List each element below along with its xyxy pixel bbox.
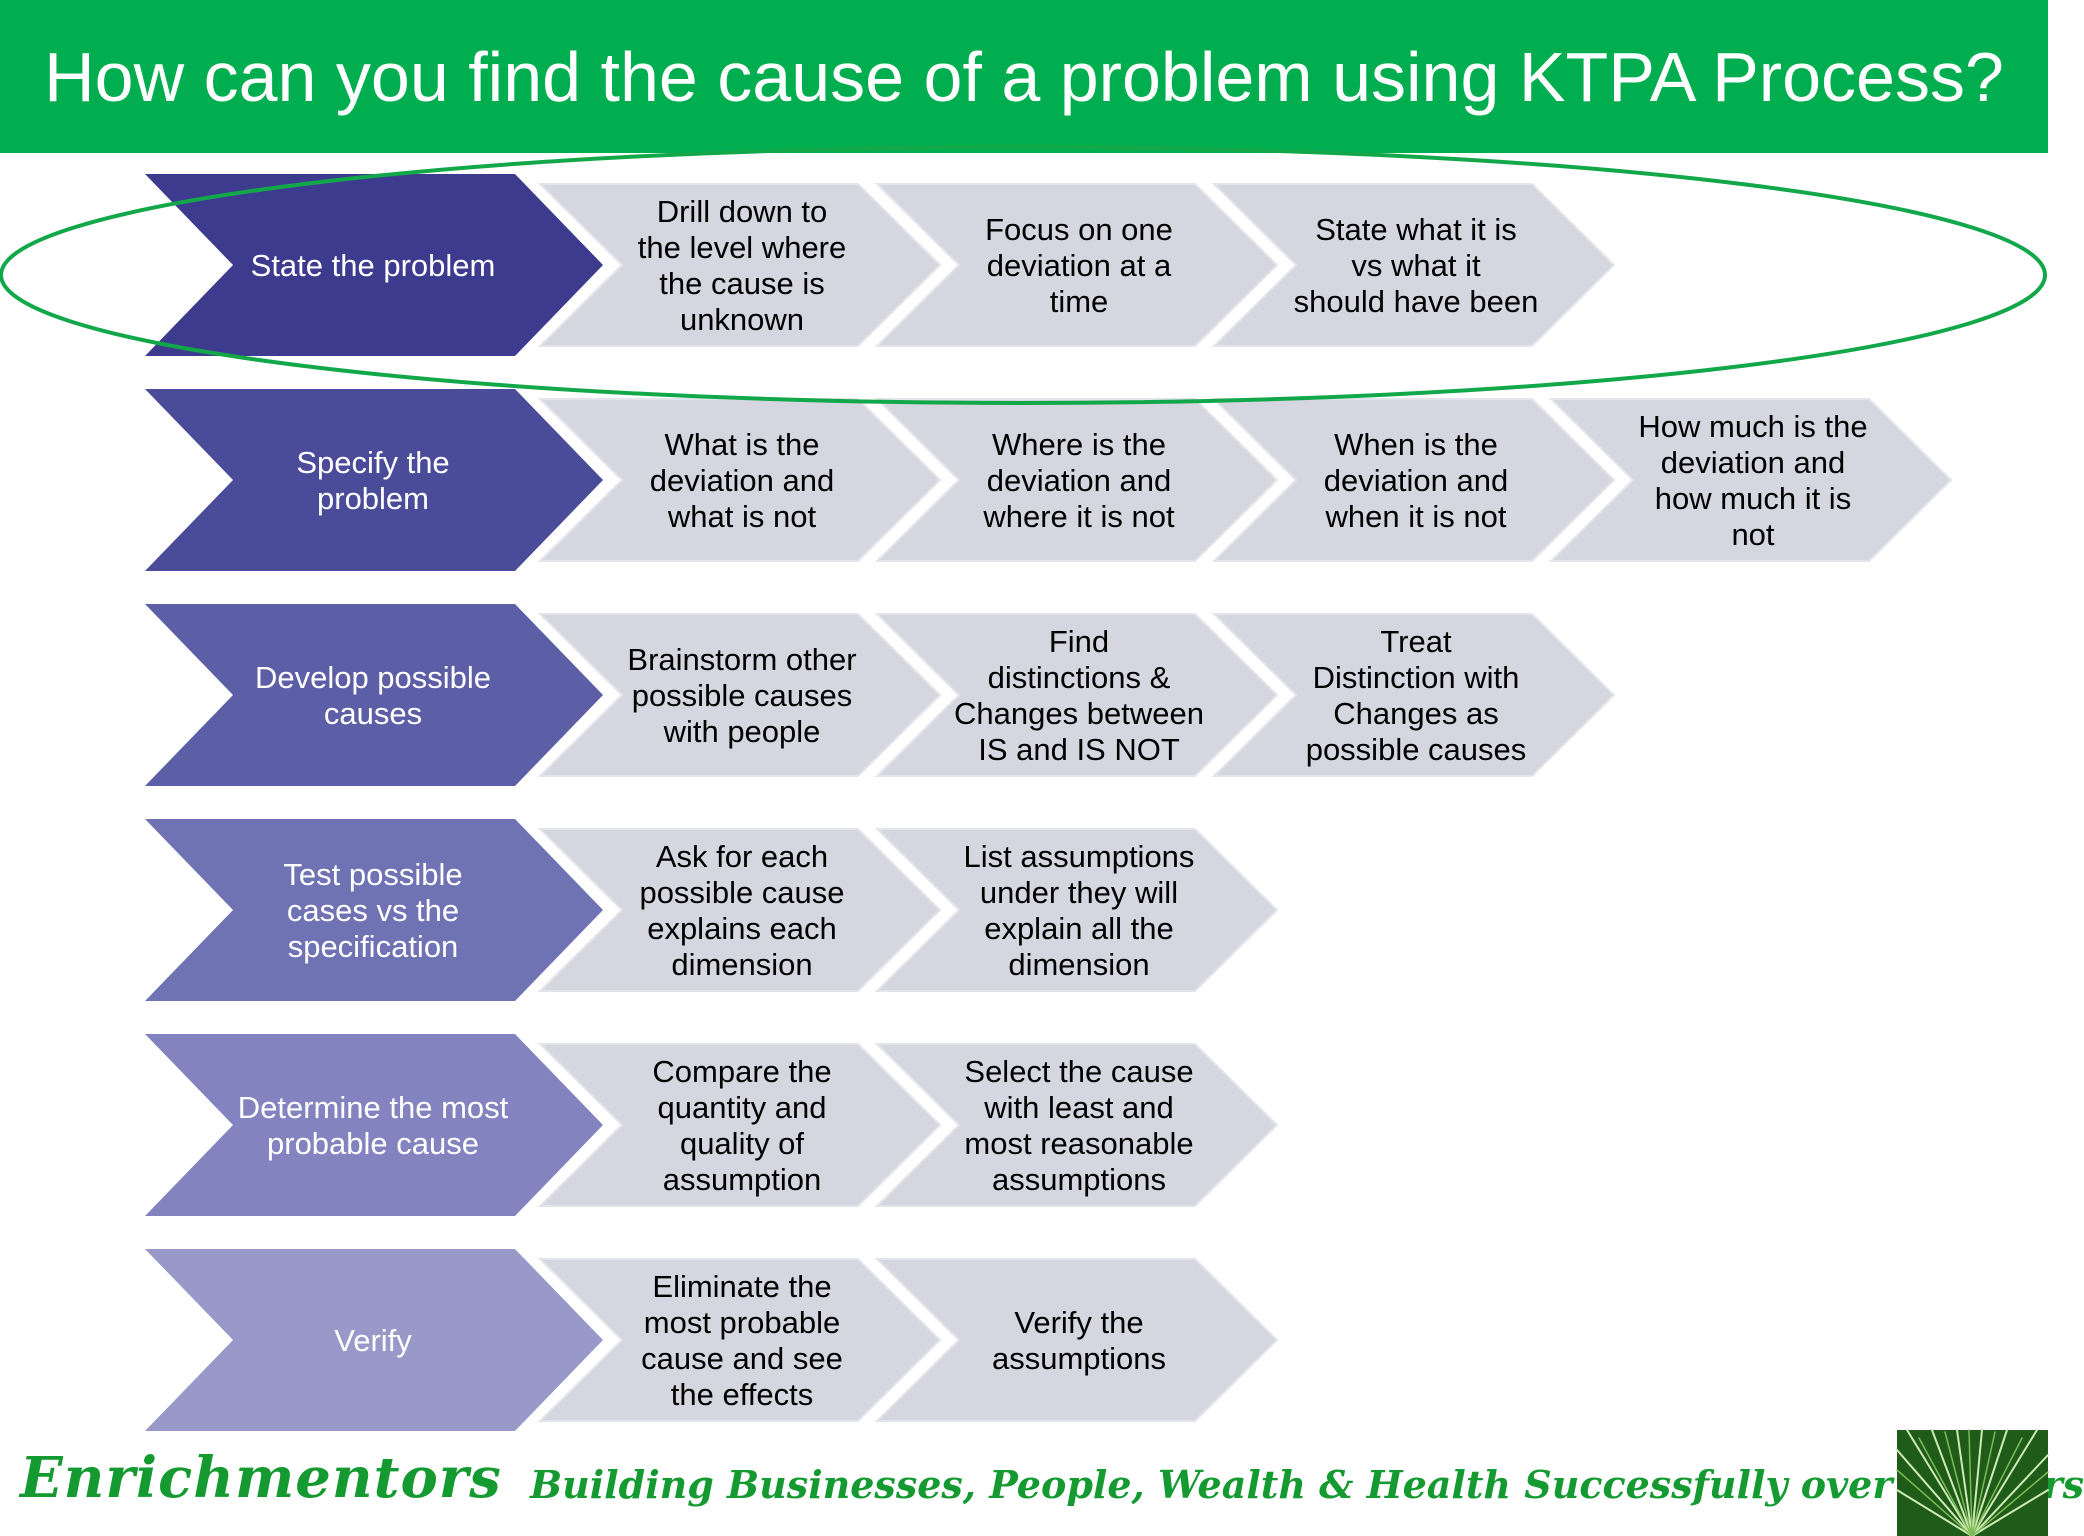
process-row <box>145 1249 603 1431</box>
detail-chevron <box>874 613 1279 777</box>
detail-chevron <box>1211 613 1616 777</box>
step-chevron <box>145 604 603 786</box>
detail-chevron <box>874 398 1279 562</box>
detail-chevron <box>537 398 942 562</box>
footer-brand: Enrichmentors <box>20 1445 502 1511</box>
detail-chevron <box>537 1258 942 1422</box>
step-chevron <box>145 1249 603 1431</box>
step-label: Verify <box>334 1323 412 1358</box>
detail-chevron <box>874 828 1279 992</box>
step-chevron <box>145 389 603 571</box>
step-chevron <box>145 819 603 1001</box>
detail-chevron <box>537 183 942 347</box>
detail-chevron <box>1211 183 1616 347</box>
slide-title: How can you find the cause of a problem … <box>44 37 2004 116</box>
process-row <box>145 174 603 356</box>
detail-chevron <box>1211 398 1616 562</box>
highlight-ellipse <box>0 145 2047 405</box>
process-row <box>145 819 603 1001</box>
pine-needles-photo-icon <box>1896 1429 2049 1536</box>
detail-chevron <box>874 1258 1279 1422</box>
process-row <box>145 1034 603 1216</box>
detail-chevron <box>1548 398 1953 562</box>
footer-tagline: Building Businesses, People, Wealth & He… <box>530 1462 2084 1507</box>
detail-chevron <box>537 1043 942 1207</box>
process-row <box>145 604 603 786</box>
detail-chevron <box>537 828 942 992</box>
title-bar <box>0 0 2048 153</box>
step-chevron <box>145 1034 603 1216</box>
detail-chevron <box>537 613 942 777</box>
step-label: State the problem <box>251 248 496 283</box>
step-chevron <box>145 174 603 356</box>
process-row <box>145 389 603 571</box>
detail-chevron <box>874 1043 1279 1207</box>
detail-chevron <box>874 183 1279 347</box>
